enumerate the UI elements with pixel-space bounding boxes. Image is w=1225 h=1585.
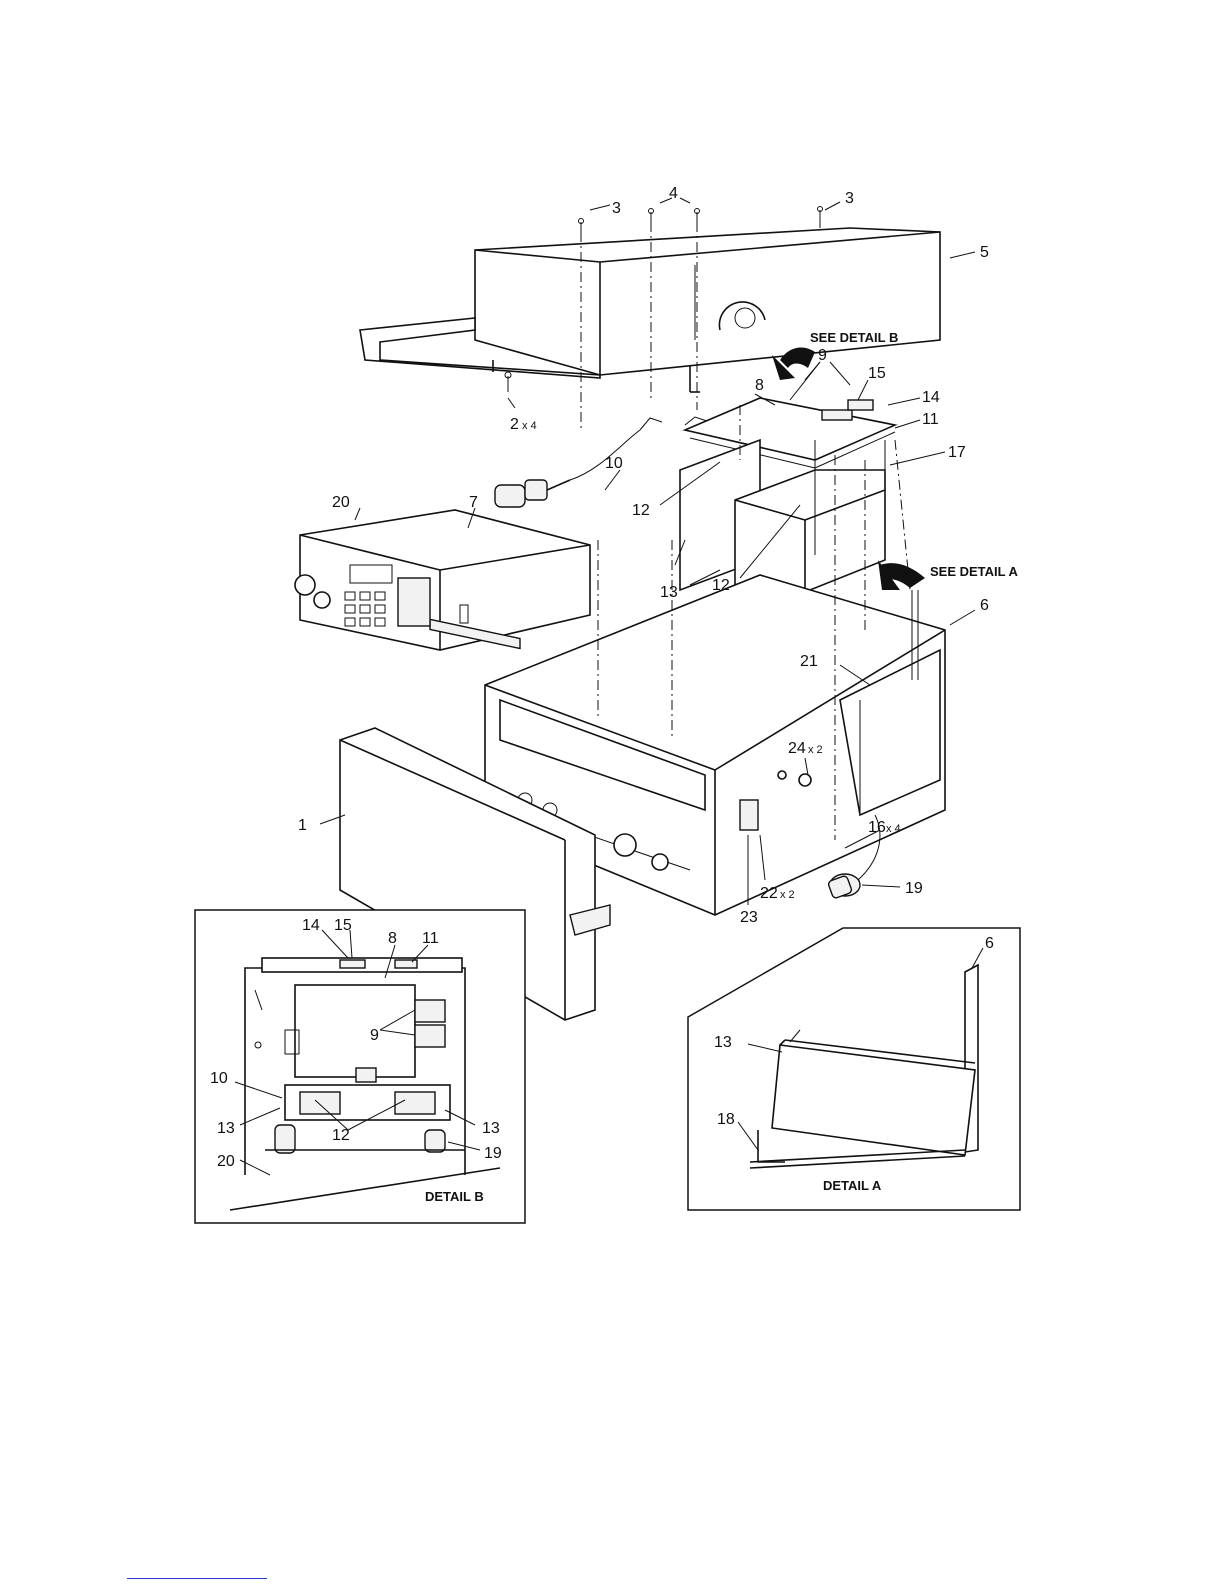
detail-a-panel (688, 928, 1020, 1210)
callout-7: 7 (469, 494, 478, 511)
callout-16: 16 (868, 819, 886, 836)
detail-b-callout-19: 19 (484, 1145, 502, 1162)
callout-22: 22 (760, 885, 778, 902)
callout-20: 20 (332, 494, 350, 511)
callout-24: 24 (788, 740, 806, 757)
detail-b-callout-12: 12 (332, 1127, 350, 1144)
detail-b-callout-11: 11 (422, 930, 439, 947)
see-detail-a-label: SEE DETAIL A (930, 564, 1018, 579)
callout-5: 5 (980, 244, 989, 261)
callout-12-upper: 12 (632, 502, 650, 519)
cover-part-5 (360, 228, 940, 392)
detail-b-caption: DETAIL B (425, 1189, 484, 1204)
detail-a-callout-18: 18 (717, 1111, 735, 1128)
callout-10: 10 (605, 455, 623, 472)
detail-b-callout-10: 10 (210, 1070, 228, 1087)
detail-b-callout-13-right: 13 (482, 1120, 500, 1137)
callout-1: 1 (298, 817, 307, 834)
callout-14: 14 (922, 389, 940, 406)
detail-a-callout-13: 13 (714, 1034, 732, 1051)
radio-unit-part-20 (295, 510, 590, 650)
detail-b-callout-15: 15 (334, 917, 352, 934)
callout-21: 21 (800, 653, 818, 670)
detail-b-callout-13-left: 13 (217, 1120, 235, 1137)
callout-11: 11 (922, 411, 939, 428)
callout-17: 17 (948, 444, 966, 461)
callout-22-qty: x 2 (780, 889, 795, 901)
callout-19: 19 (905, 880, 923, 897)
callout-23: 23 (740, 909, 758, 926)
detail-a-caption: DETAIL A (823, 1178, 882, 1193)
battery-assembly (680, 398, 895, 592)
detail-b-callout-9: 9 (370, 1027, 379, 1044)
callout-8: 8 (755, 377, 764, 394)
callout-13: 13 (660, 584, 678, 601)
callout-2-qty: x 4 (522, 420, 537, 432)
callout-3-left: 3 (612, 200, 621, 217)
see-detail-b-label: SEE DETAIL B (810, 330, 898, 345)
callout-9: 9 (818, 347, 827, 364)
callout-24-qty: x 2 (808, 744, 823, 756)
footer-underline (127, 1578, 267, 1579)
callout-16-qty: x 4 (886, 823, 901, 835)
detail-a-callout-6: 6 (985, 935, 994, 952)
callout-12-lower: 12 (712, 577, 730, 594)
callout-15: 15 (868, 365, 886, 382)
detail-b-callout-20: 20 (217, 1153, 235, 1170)
detail-b-callout-14: 14 (302, 917, 320, 934)
callout-3-right: 3 (845, 190, 854, 207)
callout-4: 4 (669, 185, 678, 202)
detail-b-panel (195, 910, 525, 1223)
detail-b-callout-8: 8 (388, 930, 397, 947)
callout-6: 6 (980, 597, 989, 614)
callout-2: 2 (510, 416, 519, 433)
